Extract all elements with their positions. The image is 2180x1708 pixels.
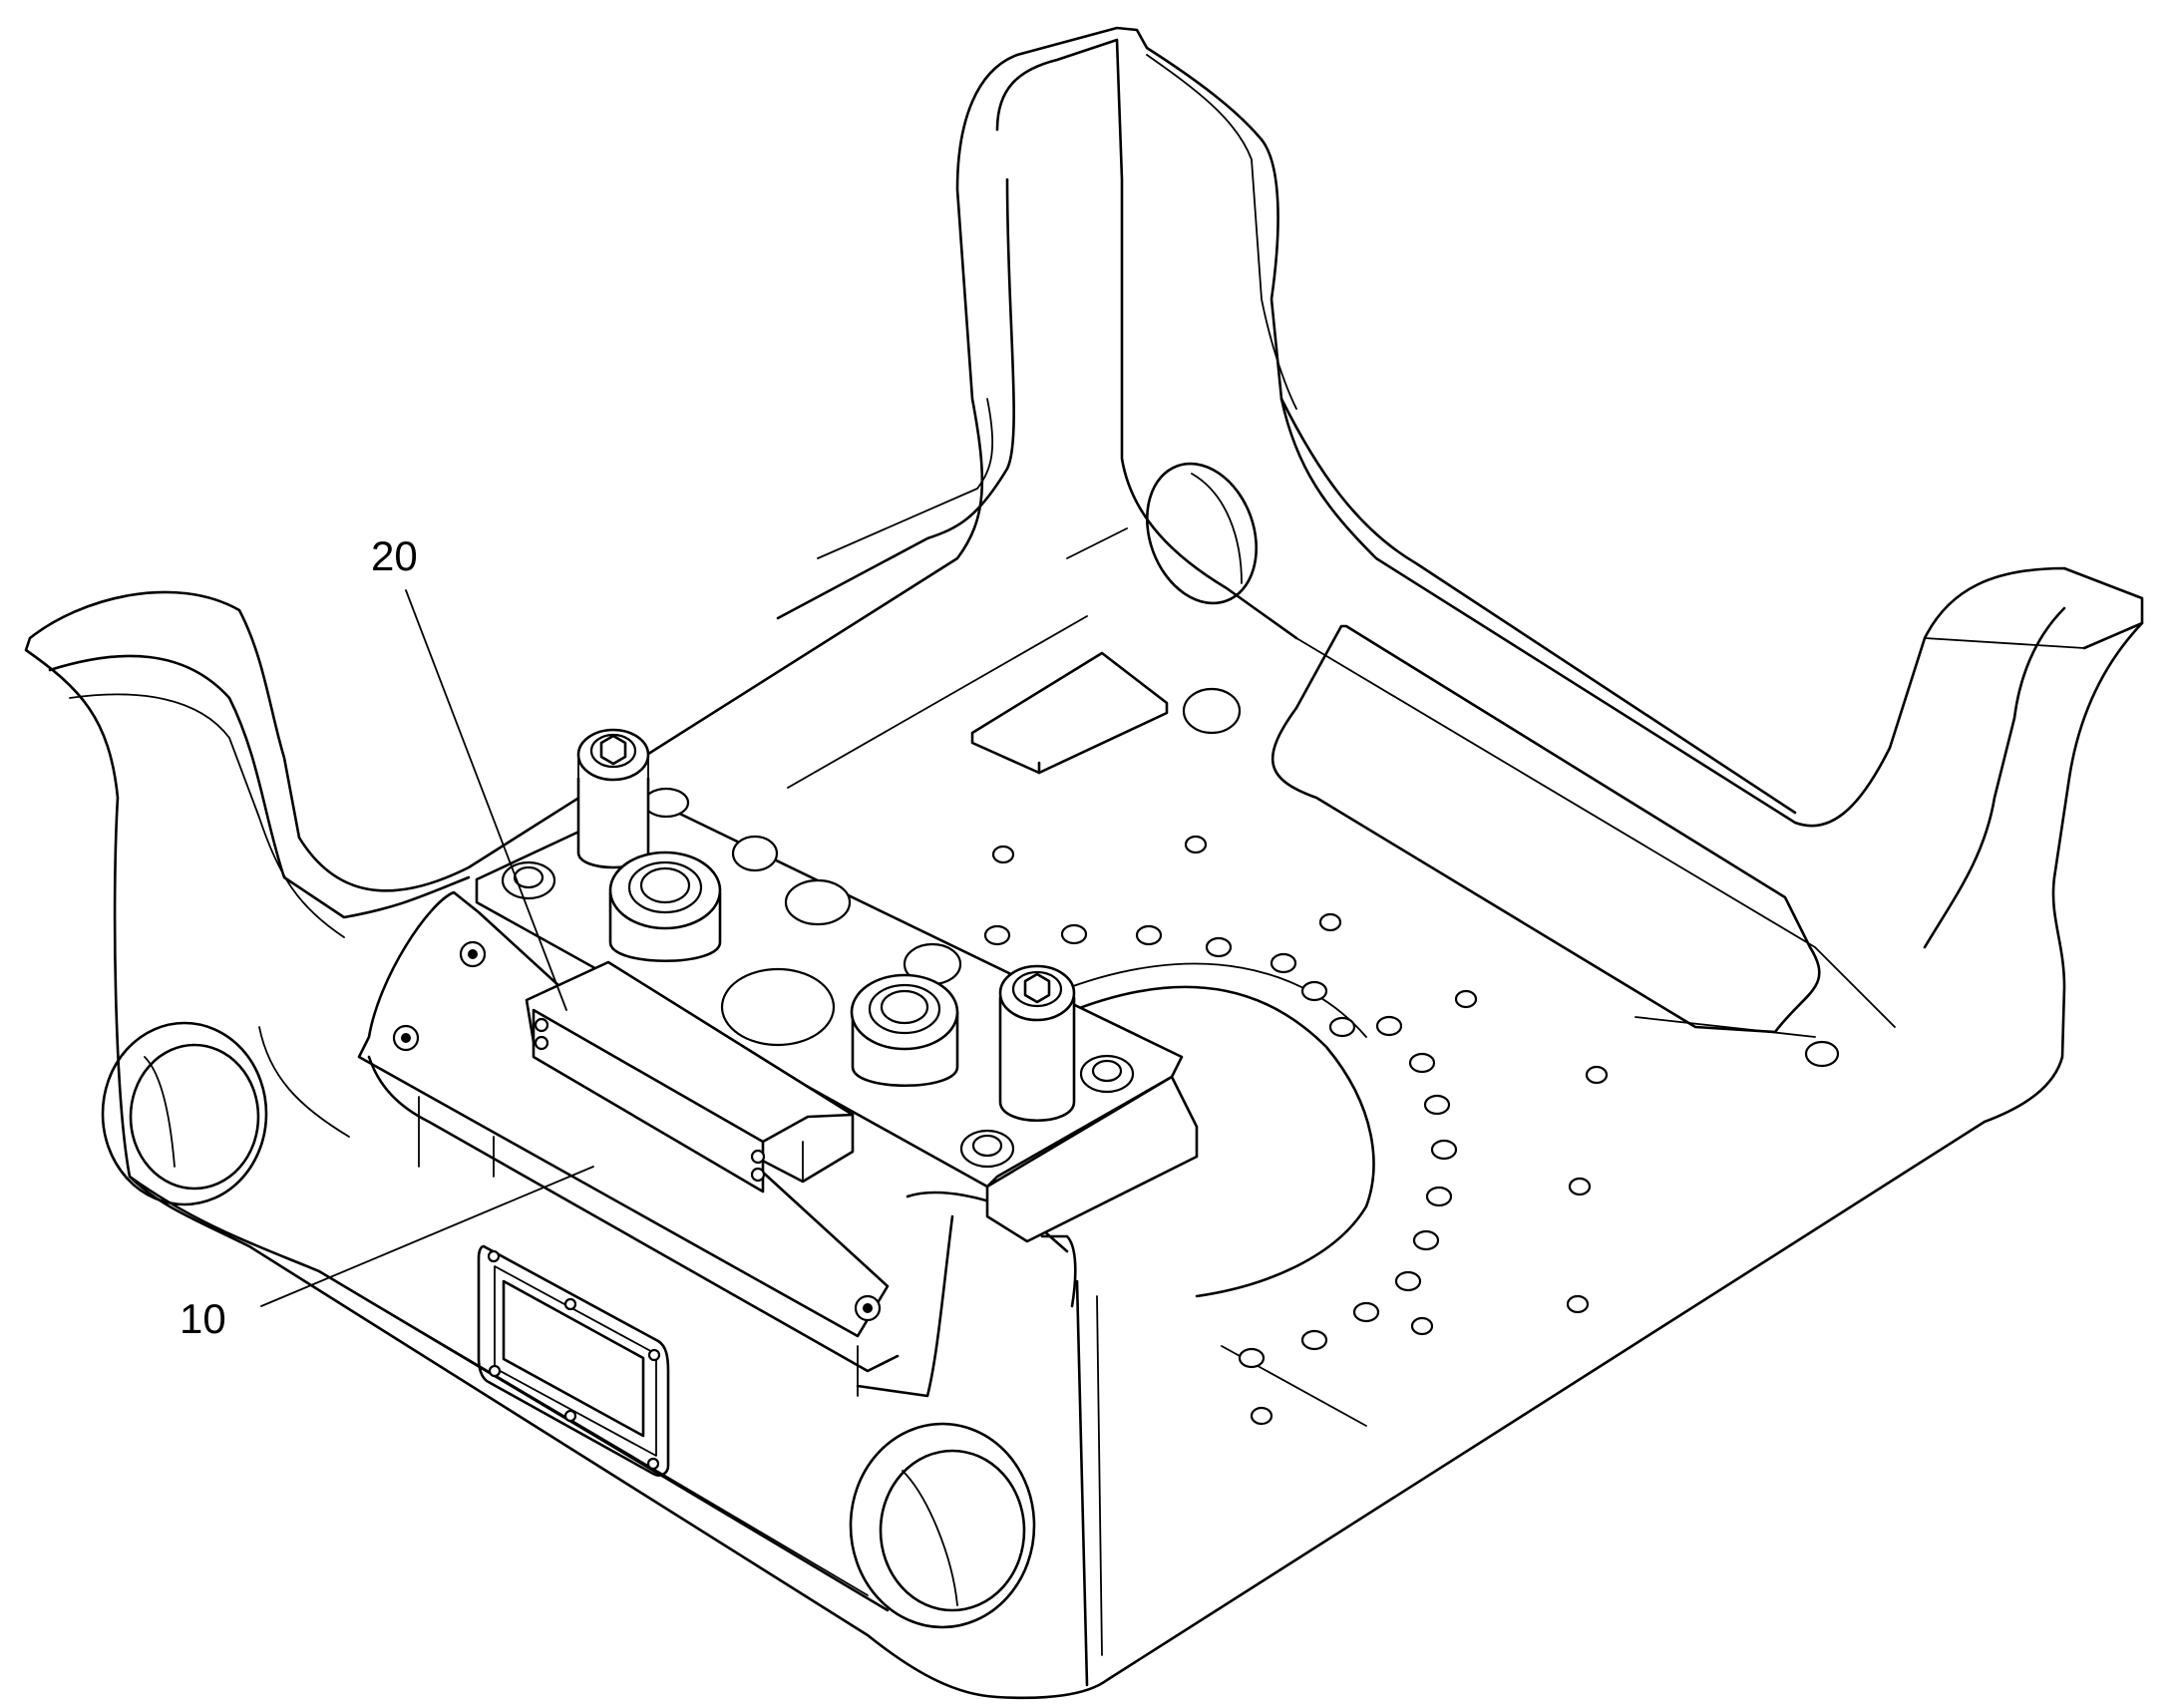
floor-slot [970, 651, 1169, 775]
fitting-tall-back [576, 728, 650, 869]
floor-hole-large [1182, 687, 1242, 735]
upright-hole [1145, 462, 1259, 605]
fitting-short-left [608, 851, 722, 962]
reference-label-10: 10 [180, 1295, 226, 1342]
floor-pocket [1271, 624, 1821, 1034]
fitting-short-right [850, 973, 959, 1087]
cap-screw-right [1079, 1054, 1135, 1094]
sensor-bar [525, 960, 855, 1194]
floor-hole-pattern [983, 835, 1840, 1426]
leader-20 [405, 589, 567, 1011]
leader-10 [260, 1166, 594, 1307]
inspection-window [477, 1244, 670, 1477]
distributor-block [357, 728, 1199, 1397]
fitting-tall-front [998, 964, 1076, 1123]
right-bore [849, 1422, 1036, 1629]
turntable-recess [1055, 962, 1375, 1298]
leader-lines [260, 589, 594, 1307]
reference-label-20: 20 [371, 532, 418, 579]
left-bore [101, 1021, 268, 1206]
cap-screw-front [959, 1129, 1015, 1169]
frame-outline [24, 26, 2144, 1700]
cap-screw-left [501, 860, 556, 900]
